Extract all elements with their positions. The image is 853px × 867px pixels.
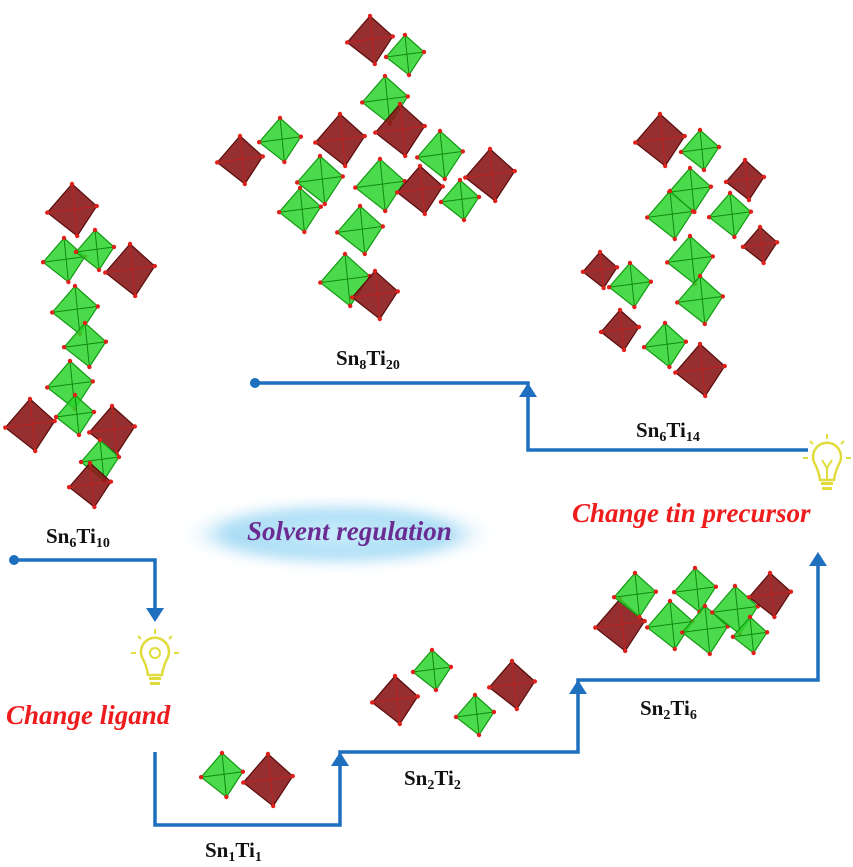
sn8ti20-octahedron-12: [438, 177, 482, 223]
lightbulb-gear-icon: [131, 629, 179, 685]
arrowhead-sn2ti2: [331, 752, 349, 766]
sn2ti6-octahedron-3: [671, 565, 719, 615]
start-dot-left: [9, 555, 19, 565]
change-ligand-text: Change ligand: [6, 700, 171, 730]
sn2ti2-octahedron-2: [453, 692, 497, 738]
sn2ti2-octahedron-1: [410, 647, 454, 693]
sn6ti10-octahedron-7: [3, 396, 57, 454]
arrowhead-ligand: [146, 608, 164, 622]
solvent-cloud: [178, 500, 498, 568]
sn6ti10-octahedron-3: [73, 227, 117, 273]
sn8ti20-octahedron-11: [395, 163, 445, 217]
sn6ti14-octahedron-0: [633, 111, 687, 169]
sn6ti14-octahedron-7: [740, 224, 780, 266]
label-sn8ti20: Sn8Ti20: [336, 346, 400, 373]
change-tin-precursor-text: Change tin precursor: [572, 498, 811, 528]
sn8ti20-octahedron-16: [350, 268, 400, 322]
sn6ti14-octahedron-11: [598, 307, 642, 353]
arrow-sn6ti10-to-ligand: [14, 558, 157, 612]
sn1ti1-octahedron-0: [198, 750, 246, 800]
sn8ti20-octahedron-4: [373, 101, 427, 159]
end-dot-top: [250, 378, 260, 388]
sn8ti20-octahedron-8: [353, 156, 407, 214]
sn8ti20-octahedron-0: [345, 13, 395, 67]
sn6ti14-octahedron-9: [606, 260, 654, 310]
sn2ti6-octahedron-6: [746, 570, 794, 620]
sn8ti20-octahedron-6: [215, 133, 265, 187]
sn2ti6-octahedron-7: [730, 614, 770, 656]
sn6ti14-octahedron-1: [678, 127, 722, 173]
arrowhead-tin: [809, 552, 827, 566]
sn6ti14-octahedron-5: [706, 190, 754, 240]
sn6ti10-octahedron-4: [50, 283, 101, 337]
sn6ti14-octahedron-3: [723, 157, 767, 203]
label-sn1ti1: Sn1Ti1: [205, 838, 262, 865]
sn6ti10-octahedron-5: [61, 320, 109, 370]
sn2ti2-octahedron-3: [487, 658, 537, 712]
arrowhead-sn2ti6: [569, 680, 587, 694]
arrow-steps-bottom: [153, 562, 820, 827]
sn8ti20-octahedron-10: [463, 146, 517, 204]
sn6ti14-octahedron-8: [580, 249, 620, 291]
sn6ti10-octahedron-9: [53, 392, 97, 438]
sn6ti14-octahedron-10: [675, 273, 725, 327]
sn6ti14-octahedron-6: [665, 233, 715, 287]
label-sn2ti6: Sn2Ti6: [640, 696, 697, 723]
sn8ti20-octahedron-5: [256, 115, 304, 165]
sn8ti20-octahedron-9: [415, 128, 465, 182]
lightbulb-icon: [803, 434, 851, 490]
sn6ti10-octahedron-11: [66, 460, 114, 510]
flow-arrows: [9, 378, 827, 827]
arrowhead-sn6ti14: [519, 383, 537, 397]
arrow-to-sn8ti20: [255, 381, 808, 452]
sn2ti6-octahedron-2: [645, 598, 695, 652]
sn1ti1-octahedron-1: [241, 751, 295, 809]
solvent-regulation-text: Solvent regulation: [247, 516, 452, 546]
sn8ti20-octahedron-13: [276, 185, 324, 235]
sn2ti6-octahedron-1: [611, 570, 659, 620]
sn6ti14-octahedron-4: [645, 188, 695, 242]
sn2ti6-octahedron-4: [680, 603, 730, 657]
sn8ti20-octahedron-1: [383, 32, 427, 78]
sn6ti10-octahedron-2: [103, 241, 157, 299]
sn6ti10-octahedron-1: [40, 235, 88, 285]
sn6ti10-octahedron-0: [45, 181, 99, 239]
label-sn6ti10: Sn6Ti10: [46, 524, 110, 551]
sn8ti20-octahedron-3: [313, 111, 367, 169]
sn6ti14-octahedron-13: [673, 341, 727, 399]
sn6ti10-octahedron-8: [87, 403, 137, 457]
sn8ti20-octahedron-14: [335, 203, 385, 257]
sn8ti20-octahedron-7: [295, 153, 345, 207]
sn6ti14-octahedron-12: [641, 320, 689, 370]
label-sn6ti14: Sn6Ti14: [636, 418, 700, 445]
sn2ti2-octahedron-0: [370, 673, 420, 727]
polyhedra-layer: [3, 13, 794, 809]
label-sn2ti2: Sn2Ti2: [404, 766, 461, 793]
